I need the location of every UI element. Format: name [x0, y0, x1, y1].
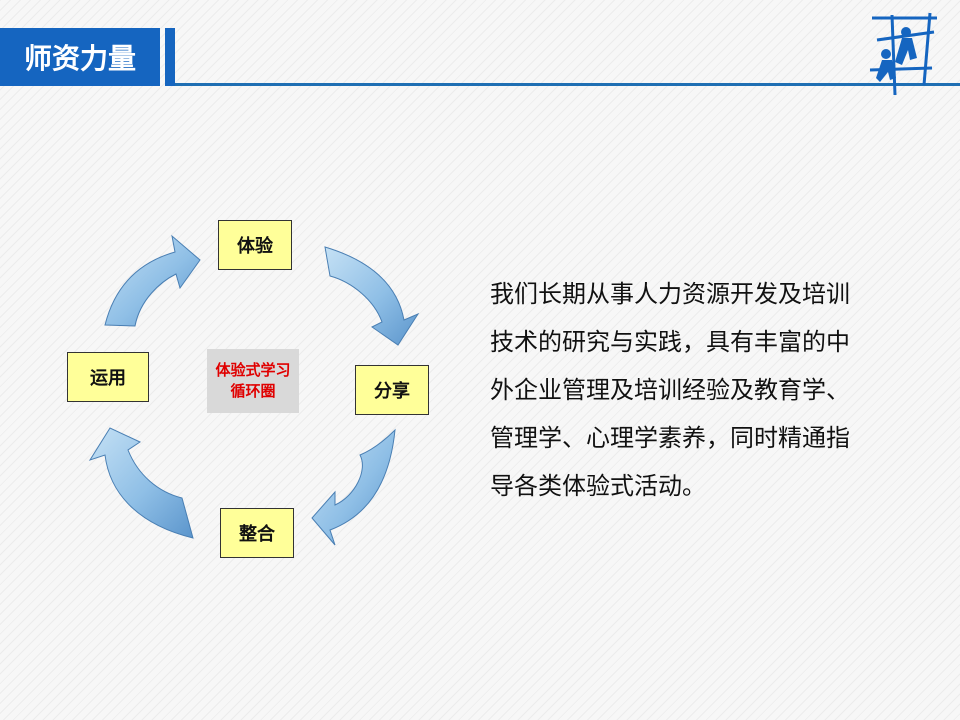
- arrow-use-to-experience: [104, 234, 201, 327]
- header-divider: [175, 83, 960, 86]
- node-share: 分享: [355, 365, 429, 415]
- description-text: 我们长期从事人力资源开发及培训技术的研究与实践，具有丰富的中外企业管理及培训经验…: [490, 280, 850, 500]
- cycle-center-text: 体验式学习循环圈: [215, 361, 291, 400]
- page-title: 师资力量: [0, 28, 160, 86]
- arrow-share-to-integrate: [311, 428, 396, 546]
- node-experience: 体验: [218, 220, 292, 270]
- cycle-center-label: 体验式学习循环圈: [207, 349, 299, 413]
- title-accent-bar: [165, 28, 175, 86]
- arrow-integrate-to-use: [88, 427, 194, 539]
- climbing-figures-icon: [869, 12, 937, 96]
- node-apply: 运用: [67, 352, 149, 402]
- arrow-experience-to-share: [324, 246, 420, 346]
- node-integrate: 整合: [220, 508, 294, 558]
